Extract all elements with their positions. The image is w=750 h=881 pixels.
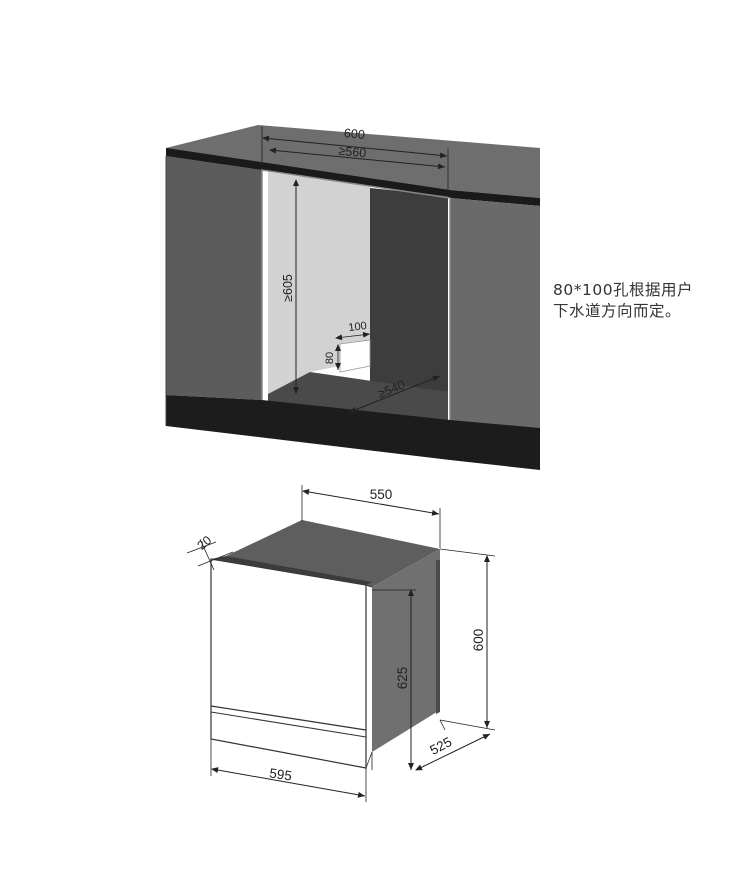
dishwasher [210,520,440,769]
countertop-edge [166,148,540,206]
dim-label-door-offset: 20 [195,533,215,553]
cabinet-niche [165,125,540,470]
note-line-2: 下水道方向而定。 [553,302,682,320]
dim-line-525 [415,733,491,771]
dim-label-opening-width: ≥560 [338,144,367,161]
niche-frame [261,169,451,430]
dim-label-top-width: 600 [343,126,365,142]
dim-label-height: 600 [471,629,486,652]
drain-hole-note: 80*100孔根据用户 下水道方向而定。 [553,280,693,322]
dim-label-opening-height: ≥605 [281,274,295,302]
right-cabinet [450,198,540,448]
dim-line-595 [211,767,366,798]
dim-label-depth: 525 [427,734,454,758]
dim-label-hole-width: 100 [348,320,368,334]
dim-line-540 [349,375,441,413]
dim-label-width: 595 [268,766,292,784]
dim-label-hole-height: 80 [324,352,336,364]
cabinet-dimensions: 600 ≥560 ≥605 100 80 ≥540 [261,126,449,413]
appliance-top [226,520,440,587]
left-cabinet [166,156,262,400]
dim-label-top-depth: 550 [370,487,393,502]
kickplate-line-1 [210,705,367,731]
note-line-1: 80*100孔根据用户 [553,281,694,299]
appliance-side [372,549,440,752]
cavity-back-wall [370,188,448,392]
dim-label-door-height: 625 [395,667,410,690]
plinth [166,395,540,470]
appliance-door [210,558,367,769]
kickplate-line-2 [210,711,367,738]
appliance-rear-recess [436,560,440,714]
dim-line-560 [269,147,446,170]
drain-hole [339,339,371,373]
dim-line-550 [302,489,440,516]
